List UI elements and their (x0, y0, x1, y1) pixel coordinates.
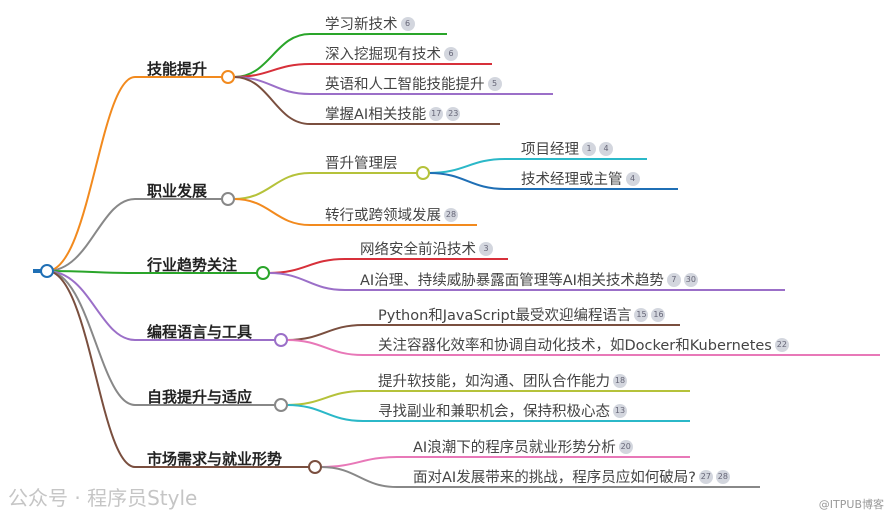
reference-badge[interactable]: 6 (444, 46, 458, 61)
topic-label: 英语和人工智能技能提升 (325, 77, 485, 93)
topic-label: 提升软技能，如沟通、团队合作能力 (378, 374, 610, 390)
topic-label: 晋升管理层 (325, 156, 398, 172)
topic-label: 深入挖掘现有技术 (325, 47, 441, 63)
topic-label: 关注容器化效率和协调自动化技术，如Docker和Kubernetes (378, 338, 772, 354)
source-credit: @ITPUB博客 (818, 498, 884, 511)
topic-label: AI浪潮下的程序员就业形势分析 (413, 440, 616, 456)
reference-badge[interactable]: 1 (582, 141, 596, 156)
reference-badge[interactable]: 16 (651, 307, 666, 322)
reference-badge[interactable]: 4 (625, 171, 640, 186)
reference-badge[interactable]: 17 (429, 106, 444, 121)
reference-badge[interactable]: 18 (613, 373, 627, 388)
topic-label: 掌握AI相关技能 (325, 107, 427, 123)
branch-languages-tools[interactable]: 编程语言与工具 (147, 323, 253, 341)
topic-label: 技术经理或主管 (521, 172, 623, 188)
branch-skill-upgrade[interactable]: 技能提升 (147, 60, 208, 78)
reference-badge[interactable]: 7 (666, 272, 681, 287)
topic-label: 面对AI发展带来的挑战，程序员应如何破局? (413, 470, 696, 486)
branch-career-development[interactable]: 职业发展 (147, 182, 208, 200)
branch-market-demand[interactable]: 市场需求与就业形势 (147, 450, 283, 468)
reference-badge[interactable]: 28 (715, 469, 730, 484)
reference-badge[interactable]: 3 (479, 241, 493, 256)
reference-badge[interactable]: 27 (698, 469, 713, 484)
reference-badge[interactable]: 30 (683, 272, 698, 287)
topic-label: AI治理、持续威胁暴露面管理等AI相关技术趋势 (360, 273, 664, 289)
branch-self-improvement[interactable]: 自我提升与适应 (147, 388, 253, 406)
reference-badge[interactable]: 23 (446, 106, 461, 121)
reference-badge[interactable]: 5 (487, 76, 502, 91)
reference-badge[interactable]: 22 (774, 337, 789, 352)
reference-badge[interactable]: 28 (444, 207, 458, 222)
topic-label: 学习新技术 (325, 17, 398, 33)
topic-label: 网络安全前沿技术 (360, 242, 476, 258)
topic-label: 转行或跨领域发展 (325, 208, 441, 224)
topic-node[interactable]: 晋升管理层 (325, 152, 398, 173)
reference-badge[interactable]: 6 (400, 16, 415, 31)
reference-badge[interactable]: 20 (618, 439, 633, 454)
topic-label: 项目经理 (521, 142, 579, 158)
branch-industry-trends[interactable]: 行业趋势关注 (147, 256, 238, 274)
reference-badge[interactable]: 4 (599, 141, 613, 156)
watermark: 公众号 · 程序员Style (8, 486, 198, 510)
reference-badge[interactable]: 13 (613, 403, 627, 418)
reference-badge[interactable]: 15 (634, 307, 649, 322)
topic-label: 寻找副业和兼职机会，保持积极心态 (378, 404, 610, 420)
topic-label: Python和JavaScript最受欢迎编程语言 (378, 308, 632, 324)
